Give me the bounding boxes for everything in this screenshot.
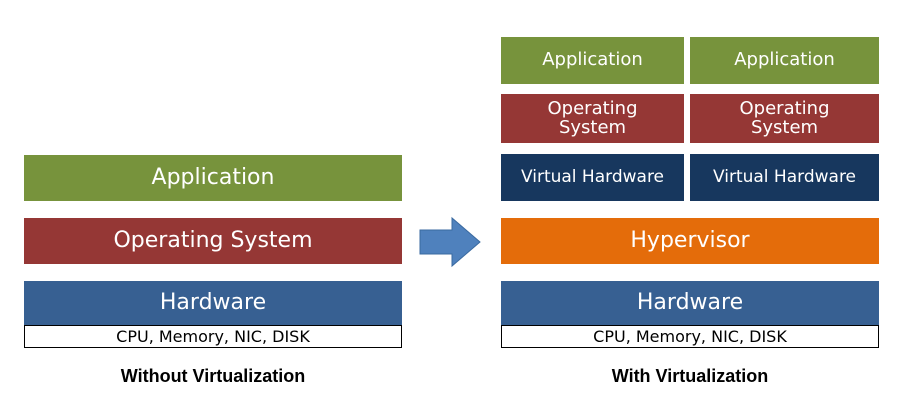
vm2-virtual-hardware-label: Virtual Hardware — [712, 166, 857, 187]
right-hardware-layer: Hardware — [501, 281, 879, 325]
left-application-label: Application — [151, 165, 275, 191]
right-hardware-spec-label: CPU, Memory, NIC, DISK — [593, 327, 787, 346]
vm1-application-label: Application — [542, 49, 643, 71]
vm1-application-layer: Application — [501, 37, 684, 84]
vm1-os-layer: Operating System — [501, 94, 684, 143]
hypervisor-layer: Hypervisor — [501, 218, 879, 264]
left-os-label: Operating System — [113, 228, 313, 254]
left-hardware-spec: CPU, Memory, NIC, DISK — [24, 325, 402, 348]
right-arrow-icon — [419, 216, 481, 268]
left-caption: Without Virtualization — [120, 366, 306, 386]
left-hardware-label: Hardware — [159, 290, 267, 316]
vm2-virtual-hardware-layer: Virtual Hardware — [690, 154, 879, 201]
vm1-os-label: Operating System — [547, 97, 638, 138]
left-application-layer: Application — [24, 155, 402, 201]
left-hardware-spec-label: CPU, Memory, NIC, DISK — [116, 327, 310, 346]
vm1-virtual-hardware-label: Virtual Hardware — [520, 166, 665, 187]
left-os-layer: Operating System — [24, 218, 402, 264]
vm2-application-layer: Application — [690, 37, 879, 84]
vm2-os-label: Operating System — [739, 97, 830, 138]
arrow-shape — [419, 216, 481, 268]
vm1-virtual-hardware-layer: Virtual Hardware — [501, 154, 684, 201]
vm2-application-label: Application — [734, 49, 835, 71]
right-caption: With Virtualization — [611, 366, 769, 386]
hypervisor-label: Hypervisor — [630, 228, 750, 254]
right-hardware-spec: CPU, Memory, NIC, DISK — [501, 325, 879, 348]
right-hardware-label: Hardware — [636, 290, 744, 316]
left-hardware-layer: Hardware — [24, 281, 402, 325]
vm2-os-layer: Operating System — [690, 94, 879, 143]
